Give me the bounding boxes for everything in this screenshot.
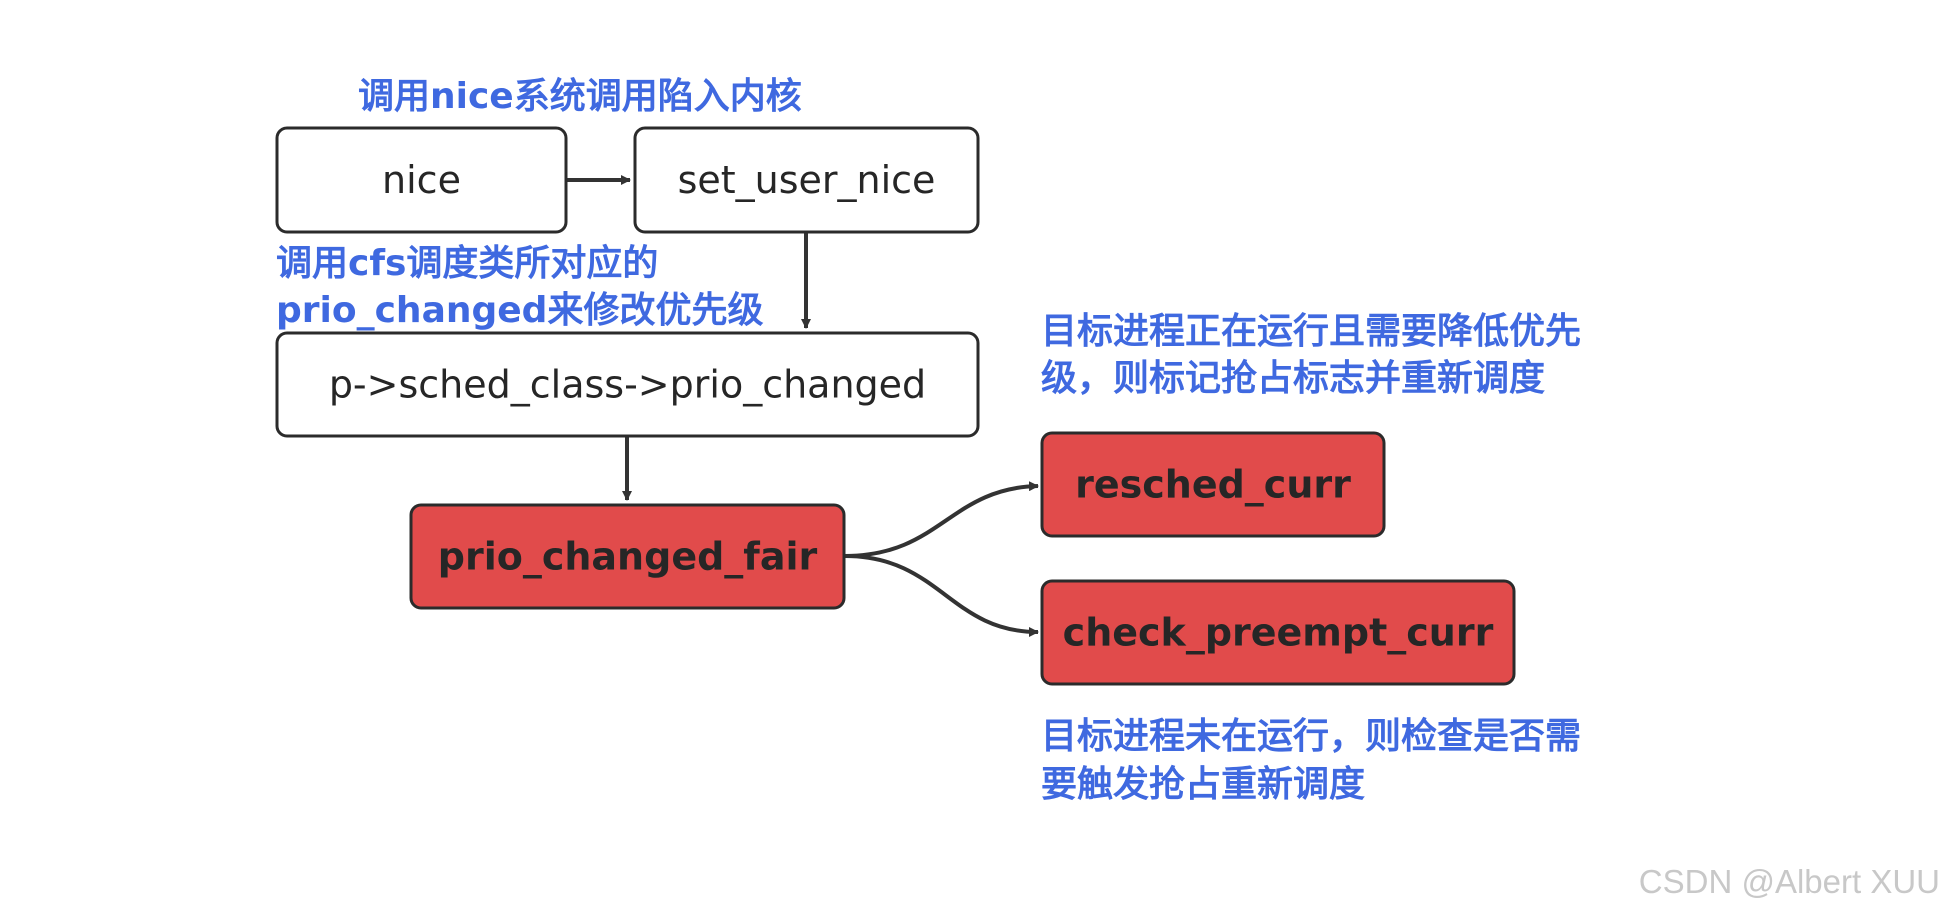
node-prio-changed-fair-label: prio_changed_fair <box>438 535 818 579</box>
note-not-running-line2: 要触发抢占重新调度 <box>1041 763 1365 805</box>
note-cfs-line1: 调用cfs调度类所对应的 <box>276 243 658 284</box>
edge-fair-to-resched-curr <box>844 481 1039 558</box>
node-set-user-nice-label: set_user_nice <box>678 158 936 202</box>
node-check-preempt-curr: check_preempt_curr <box>1040 579 1516 686</box>
node-prio-changed-label: p->sched_class->prio_changed <box>329 363 926 407</box>
note-running-line1: 目标进程正在运行且需要降低优先 <box>1041 311 1581 352</box>
node-prio-changed: p->sched_class->prio_changed <box>275 331 980 438</box>
node-set-user-nice: set_user_nice <box>633 126 980 234</box>
note-running-line2: 级，则标记抢占标志并重新调度 <box>1041 357 1545 399</box>
edge-fair-to-check-preempt-curr <box>844 554 1039 637</box>
node-resched-curr-label: resched_curr <box>1075 463 1351 507</box>
note-cfs-line2: prio_changed来修改优先级 <box>276 290 763 331</box>
node-nice: nice <box>275 126 568 234</box>
note-syscall: 调用nice系统调用陷入内核 <box>358 76 802 117</box>
node-nice-label: nice <box>382 158 461 202</box>
note-not-running-line1: 目标进程未在运行，则检查是否需 <box>1041 716 1581 757</box>
watermark: CSDN @Albert XUU <box>1639 863 1940 900</box>
node-resched-curr: resched_curr <box>1040 431 1386 538</box>
node-check-preempt-curr-label: check_preempt_curr <box>1063 611 1494 655</box>
node-prio-changed-fair: prio_changed_fair <box>409 503 846 610</box>
